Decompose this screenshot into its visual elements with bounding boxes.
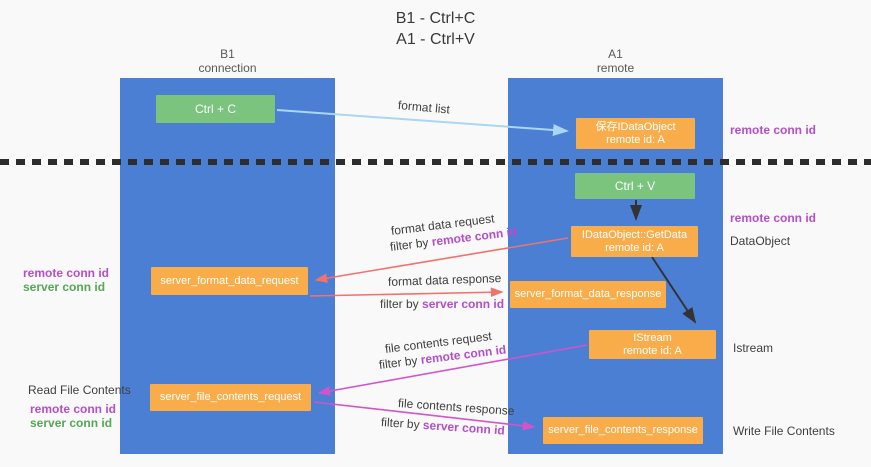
filter-by-text: filter by xyxy=(380,297,423,311)
node-ctrl-v: Ctrl + V xyxy=(575,173,695,199)
node-ctrl-c: Ctrl + C xyxy=(156,95,275,123)
getdata-line2: remote id: A xyxy=(605,241,664,254)
filter-by-text: filter by xyxy=(389,234,433,254)
save-dataobject-line2: remote id: A xyxy=(606,133,665,146)
node-idataobject-getdata: IDataObject::GetData remote id: A xyxy=(571,226,698,257)
left-column-name: B1 xyxy=(220,47,235,61)
right-label-dataobject: DataObject xyxy=(730,234,791,248)
dashed-divider xyxy=(0,159,871,165)
server-conn-id-text: server conn id xyxy=(422,417,506,438)
ctrl-v-label: Ctrl + V xyxy=(614,178,656,193)
right-column-name: A1 xyxy=(608,47,623,61)
istream-line1: IStream xyxy=(633,331,672,344)
label-format-list: format list xyxy=(397,98,451,117)
right-column-header: A1 remote xyxy=(508,47,723,75)
right-label-remote-conn-id-mid: remote conn id xyxy=(730,211,817,225)
right-label-write-file-contents: Write File Contents xyxy=(733,424,835,438)
server-format-data-response-label: server_format_data_response xyxy=(514,288,662,300)
label-filter-server-1: filter by server conn id xyxy=(380,297,504,311)
getdata-line1: IDataObject::GetData xyxy=(581,228,688,241)
node-istream: IStream remote id: A xyxy=(589,330,716,359)
filter-by-text: filter by xyxy=(378,352,422,372)
diagram-title: B1 - Ctrl+C A1 - Ctrl+V xyxy=(0,8,871,50)
label-filter-server-2: filter by server conn id xyxy=(381,415,506,438)
node-server-format-data-request: server_format_data_request xyxy=(151,267,308,295)
node-server-file-contents-request: server_file_contents_request xyxy=(150,384,311,411)
right-column-subtitle: remote xyxy=(596,61,635,75)
node-server-format-data-response: server_format_data_response xyxy=(510,281,666,308)
server-file-contents-response-label: server_file_contents_response xyxy=(548,424,698,436)
left-conn-id-group-1: remote conn id server conn id xyxy=(23,266,110,294)
left-column-header: B1 connection xyxy=(120,47,335,75)
save-dataobject-line1: 保存IDataObject xyxy=(595,120,676,133)
server-conn-id-text: server conn id xyxy=(422,297,505,311)
filter-by-text: filter by xyxy=(380,415,424,432)
right-label-remote-conn-id-top: remote conn id xyxy=(730,123,817,137)
left-conn-id-group-2: remote conn id server conn id xyxy=(30,402,116,430)
node-save-dataobject: 保存IDataObject remote id: A xyxy=(576,118,695,149)
title-line-2: A1 - Ctrl+V xyxy=(396,31,475,48)
left-label-remote-conn-id-1: remote conn id xyxy=(23,266,110,280)
left-column-subtitle: connection xyxy=(198,61,257,75)
node-server-file-contents-response: server_file_contents_response xyxy=(543,417,703,444)
arrow-format-data-response xyxy=(309,287,504,298)
right-label-istream: Istream xyxy=(733,341,774,355)
left-label-server-conn-id-1: server conn id xyxy=(23,280,106,294)
ctrl-c-label: Ctrl + C xyxy=(194,101,236,116)
left-label-server-conn-id-2: server conn id xyxy=(30,416,113,430)
label-file-contents-response: file contents response xyxy=(397,396,515,419)
left-label-remote-conn-id-2: remote conn id xyxy=(30,402,117,416)
server-file-contents-request-label: server_file_contents_request xyxy=(159,391,302,403)
istream-line2: remote id: A xyxy=(623,344,682,357)
left-label-read-file-contents: Read File Contents xyxy=(28,383,131,397)
label-format-data-response: format data response xyxy=(387,271,502,289)
title-line-1: B1 - Ctrl+C xyxy=(395,10,476,27)
server-format-data-request-label: server_format_data_request xyxy=(160,274,299,287)
